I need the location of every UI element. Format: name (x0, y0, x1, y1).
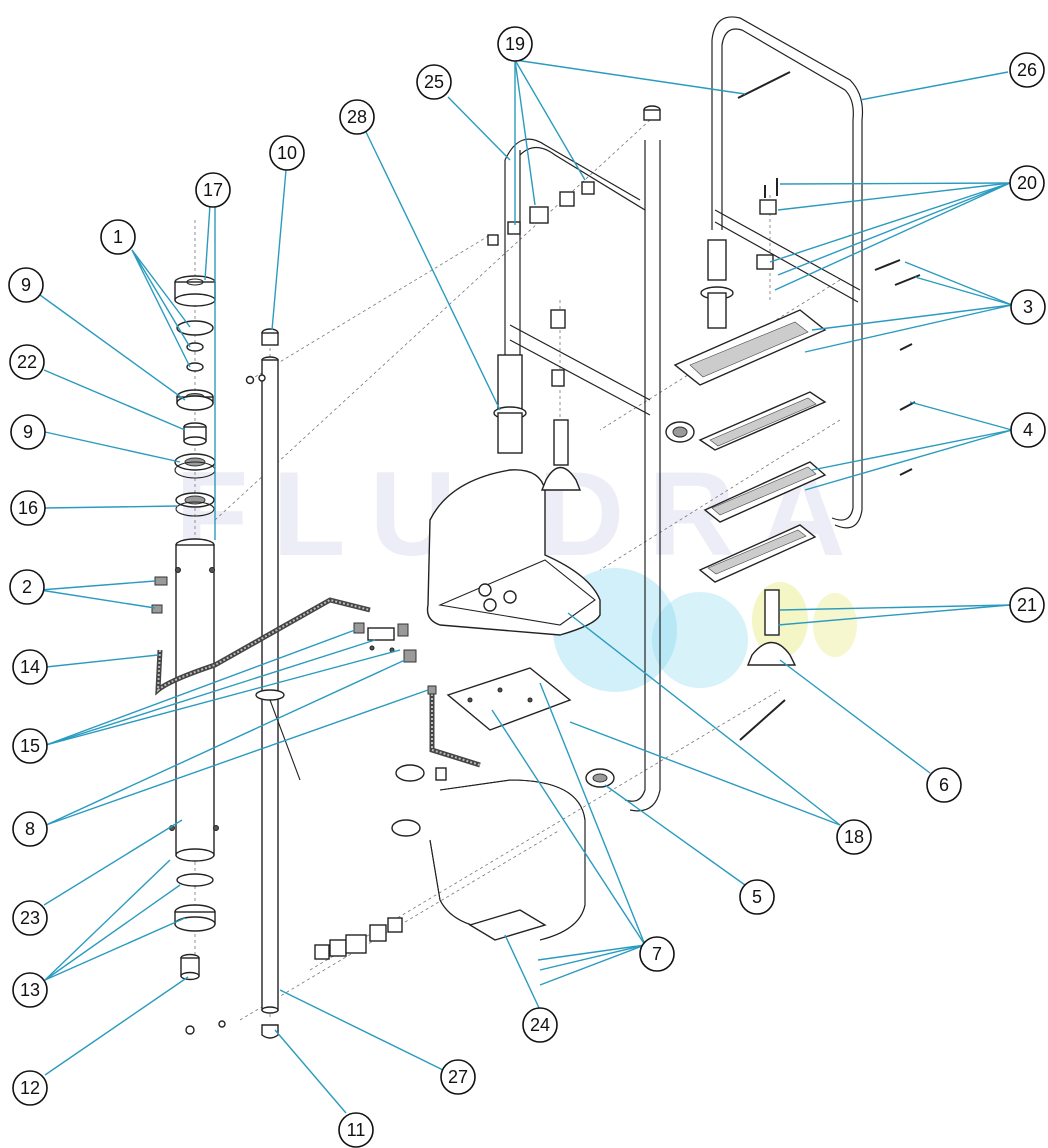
callout-17: 17 (195, 172, 231, 208)
callout-28: 28 (339, 99, 375, 135)
callout-5: 5 (739, 879, 775, 915)
callout-label: 23 (20, 908, 40, 928)
callout-13: 13 (12, 972, 48, 1008)
callout-26: 26 (1009, 52, 1045, 88)
callout-label: 7 (652, 944, 662, 964)
callout-label: 21 (1017, 595, 1037, 615)
callout-4: 4 (1010, 412, 1046, 448)
callout-8: 8 (12, 811, 48, 847)
watermark-drop-blue-small (652, 592, 748, 688)
callout-25: 25 (416, 64, 452, 100)
callout-3: 3 (1010, 289, 1046, 325)
cap-5 (585, 421, 695, 788)
callout-label: 14 (20, 657, 40, 677)
nut-washer-lower (185, 1020, 226, 1035)
callout-label: 22 (17, 352, 37, 372)
callout-27: 27 (440, 1059, 476, 1095)
callout-18: 18 (836, 819, 872, 855)
o-rings-1 (176, 320, 214, 372)
bushing-12 (180, 953, 200, 981)
steps (673, 259, 921, 583)
callout-label: 18 (844, 827, 864, 847)
callout-label: 6 (939, 775, 949, 795)
bushing-22 (183, 422, 207, 446)
callout-label: 12 (20, 1078, 40, 1098)
lower-spacers (314, 917, 403, 960)
callout-20: 20 (1009, 165, 1045, 201)
callout-19: 19 (497, 26, 533, 62)
callout-label: 8 (25, 819, 35, 839)
callout-label: 28 (347, 107, 367, 127)
callout-label: 4 (1023, 420, 1033, 440)
ring-13 (174, 873, 216, 932)
watermark-drop-yellow-small (813, 593, 857, 657)
callout-12: 12 (12, 1070, 48, 1106)
callout-9-lower: 9 (10, 414, 46, 450)
callout-label: 9 (21, 275, 31, 295)
callout-label: 24 (530, 1015, 550, 1035)
callout-7: 7 (639, 936, 675, 972)
step-4 (698, 524, 817, 583)
callout-label: 19 (505, 34, 525, 54)
step-3 (703, 461, 827, 523)
callout-label: 27 (448, 1067, 468, 1087)
lower-bracket-frame (391, 764, 586, 941)
callout-label: 20 (1017, 173, 1037, 193)
callout-10: 10 (269, 135, 305, 171)
callout-label: 25 (424, 72, 444, 92)
step-1 (673, 309, 827, 386)
fittings-15-8 (353, 622, 437, 695)
callout-label: 9 (23, 422, 33, 442)
callout-15: 15 (12, 728, 48, 764)
leader-lines (39, 59, 1013, 1114)
callout-16: 16 (10, 490, 46, 526)
callout-label: 17 (203, 180, 223, 200)
callout-label: 26 (1017, 60, 1037, 80)
step-2 (698, 391, 827, 451)
foot-middle (540, 419, 582, 491)
bearing-16 (175, 492, 215, 517)
callout-22: 22 (9, 344, 45, 380)
callout-1: 1 (100, 219, 136, 255)
callout-label: 5 (752, 887, 762, 907)
ladder-frame-25 (504, 105, 661, 812)
callout-label: 3 (1023, 297, 1033, 317)
callout-label: 1 (113, 227, 123, 247)
seat-plate (446, 667, 572, 731)
left-column-assembly (151, 275, 226, 1035)
callout-11: 11 (338, 1112, 374, 1148)
callout-21: 21 (1009, 587, 1045, 623)
handrail-parts-20 (700, 178, 778, 329)
hoses-14 (155, 597, 481, 768)
rail-parts-19 (487, 71, 791, 246)
callout-14: 14 (12, 649, 48, 685)
callout-9-upper: 9 (8, 267, 44, 303)
callout-2: 2 (9, 569, 45, 605)
callout-label: 16 (18, 498, 38, 518)
callout-6: 6 (926, 767, 962, 803)
top-cap-17 (174, 275, 216, 307)
callout-label: 13 (20, 980, 40, 1000)
callout-label: 10 (277, 143, 297, 163)
callout-label: 15 (20, 736, 40, 756)
washer-9-upper (176, 389, 214, 411)
foot-right (739, 589, 797, 741)
callout-24: 24 (522, 1007, 558, 1043)
callout-23: 23 (12, 900, 48, 936)
callout-label: 2 (22, 577, 32, 597)
anchor-28 (493, 309, 566, 454)
seat (426, 469, 601, 636)
callout-label: 11 (347, 1120, 366, 1140)
handrail-26 (711, 16, 864, 529)
